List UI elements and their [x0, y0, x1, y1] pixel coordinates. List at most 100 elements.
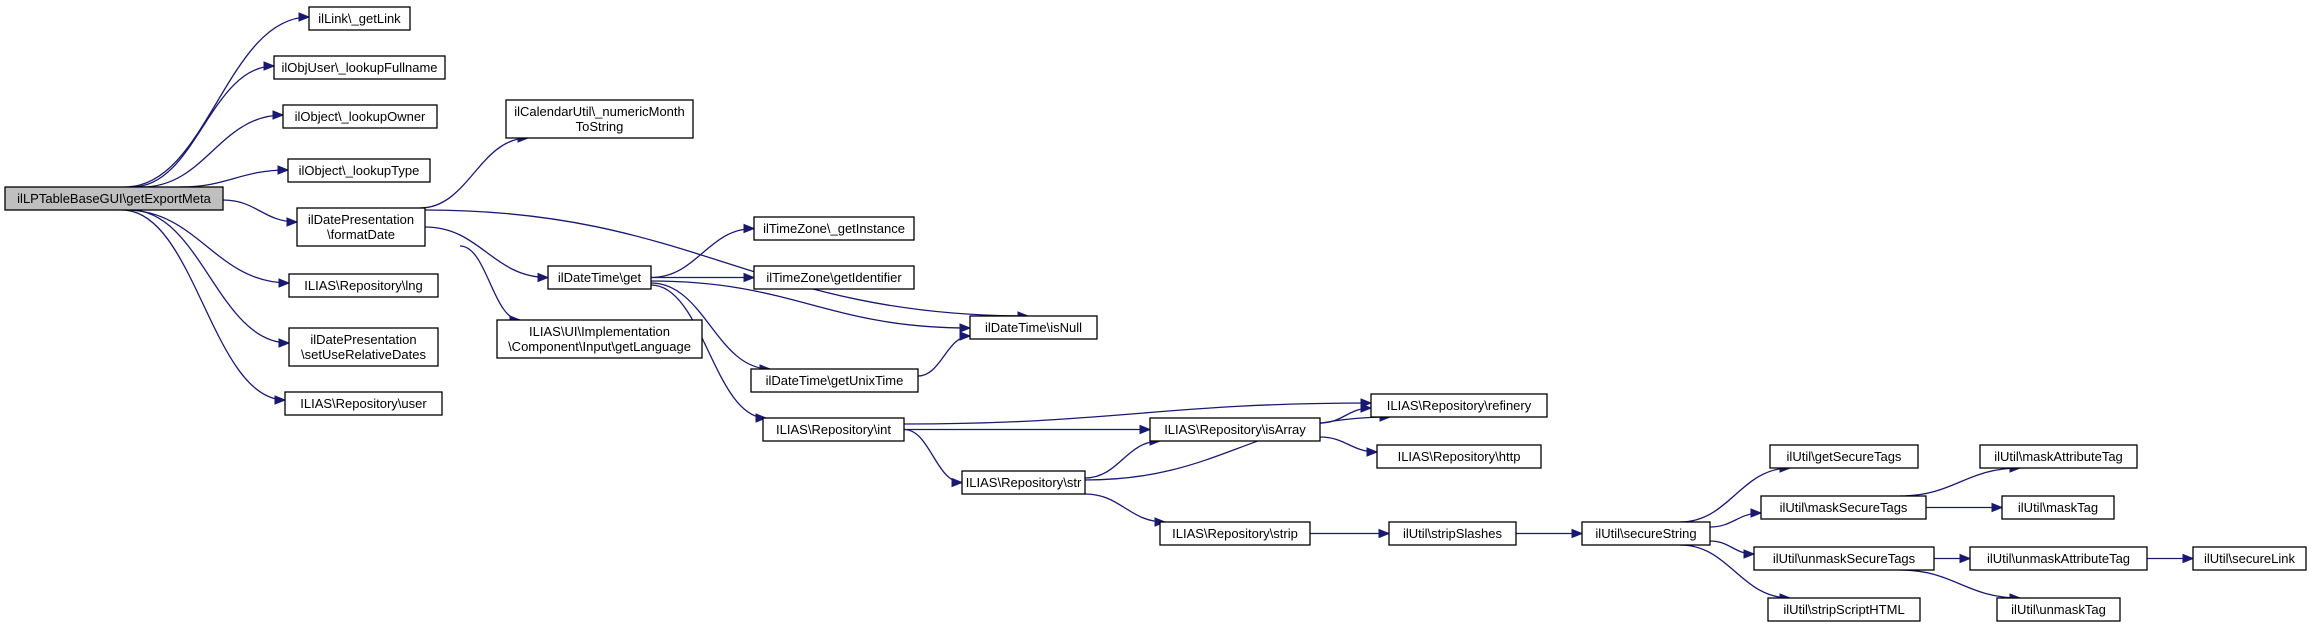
- arrowhead-unmaskAttributeTag: [1959, 553, 1972, 564]
- arrowhead-maskSecureTags: [1750, 508, 1763, 518]
- arrowhead-secureString: [1571, 528, 1584, 539]
- node-lookupFullname[interactable]: ilObjUser\_lookupFullname: [273, 55, 446, 80]
- edge-maskSecureTags-to-maskAttributeTag: [1899, 467, 2021, 497]
- node-box: [284, 391, 443, 416]
- node-label: ilUtil\secureString: [1595, 526, 1696, 541]
- node-strip[interactable]: ILIAS\Repository\strip: [1159, 521, 1311, 546]
- node-refinery[interactable]: ILIAS\Repository\refinery: [1370, 393, 1548, 418]
- node-lookupOwner[interactable]: ilObject\_lookupOwner: [282, 104, 438, 129]
- node-unmaskSecureTags[interactable]: ilUtil\unmaskSecureTags: [1753, 546, 1935, 571]
- edge-formatDate-to-isNull: [424, 209, 1029, 317]
- node-box: [287, 158, 431, 183]
- node-setUseRelativeDates[interactable]: ilDatePresentation\setUseRelativeDates: [288, 327, 439, 367]
- node-secureString[interactable]: ilUtil\secureString: [1581, 521, 1711, 546]
- node-label: ilUtil\unmaskSecureTags: [1773, 551, 1916, 566]
- node-label: ilTimeZone\_getInstance: [763, 221, 905, 236]
- node-box: [1388, 521, 1517, 546]
- node-label: ilUtil\maskSecureTags: [1780, 500, 1908, 515]
- edge-formatDate-to-numericMonth: [419, 137, 529, 209]
- node-http[interactable]: ILIAS\Repository\http: [1376, 444, 1542, 469]
- node-stripSlashes[interactable]: ilUtil\stripSlashes: [1388, 521, 1517, 546]
- node-label: ToString: [576, 119, 624, 134]
- edge-getExportMeta-to-formatDate: [222, 199, 298, 223]
- arrowhead-formatDate: [286, 217, 299, 227]
- node-label: ilDateTime\get: [558, 270, 642, 285]
- arrowhead-isArray: [1139, 424, 1152, 435]
- node-label: ilDatePresentation: [308, 212, 414, 227]
- node-getSecureTags[interactable]: ilUtil\getSecureTags: [1769, 444, 1919, 469]
- arrowhead-repoStr: [951, 477, 964, 488]
- node-box: [1969, 546, 2148, 571]
- node-maskSecureTags[interactable]: ilUtil\maskSecureTags: [1760, 495, 1927, 520]
- node-repoStr[interactable]: ILIAS\Repository\str: [961, 470, 1086, 495]
- node-unmaskTag[interactable]: ilUtil\unmaskTag: [1996, 597, 2121, 622]
- node-box: [1753, 546, 1935, 571]
- node-label: ilObject\_lookupType: [299, 163, 420, 178]
- node-label: \formatDate: [327, 227, 395, 242]
- arrowhead-unmaskSecureTags: [1743, 549, 1756, 559]
- node-box: [753, 216, 915, 241]
- edges-layer: [121, 12, 2195, 603]
- node-label: ILIAS\Repository\user: [300, 396, 427, 411]
- node-secureLink[interactable]: ilUtil\secureLink: [2192, 546, 2307, 571]
- arrowhead-secureLink: [2182, 553, 2195, 564]
- node-box: [1767, 597, 1921, 622]
- node-lookupType[interactable]: ilObject\_lookupType: [287, 158, 431, 183]
- node-label: \setUseRelativeDates: [301, 347, 426, 362]
- node-label: ILIAS\Repository\lng: [304, 278, 423, 293]
- edge-getUnixTime-to-isNull: [917, 335, 971, 377]
- node-box: [1979, 444, 2138, 469]
- node-getIdentifier[interactable]: ilTimeZone\getIdentifier: [753, 265, 915, 290]
- node-getLanguage[interactable]: ILIAS\UI\Implementation\Component\Input\…: [496, 319, 703, 359]
- node-box: [1760, 495, 1927, 520]
- node-getUnixTime[interactable]: ilDateTime\getUnixTime: [750, 368, 919, 393]
- edge-secureString-to-getSecureTags: [1679, 467, 1791, 523]
- node-isArray[interactable]: ILIAS\Repository\isArray: [1149, 417, 1321, 442]
- node-lng[interactable]: ILIAS\Repository\lng: [288, 273, 439, 298]
- node-box: [1769, 444, 1919, 469]
- node-stripScriptHTML[interactable]: ilUtil\stripScriptHTML: [1767, 597, 1921, 622]
- node-label: ilUtil\secureLink: [2204, 551, 2296, 566]
- node-box: [288, 273, 439, 298]
- node-box: [273, 55, 446, 80]
- node-unmaskAttributeTag[interactable]: ilUtil\unmaskAttributeTag: [1969, 546, 2148, 571]
- node-box: [969, 315, 1098, 340]
- edge-getExportMeta-to-lookupOwner: [141, 114, 284, 188]
- node-label: ilUtil\maskAttributeTag: [1994, 449, 2123, 464]
- node-box: [308, 6, 411, 31]
- arrowhead-lookupFullname: [263, 61, 276, 71]
- arrowhead-getIdentifier: [743, 272, 756, 283]
- node-formatDate[interactable]: ilDatePresentation\formatDate: [296, 207, 426, 247]
- node-user[interactable]: ILIAS\Repository\user: [284, 391, 443, 416]
- edge-formatDate-to-dtGet: [424, 226, 549, 279]
- node-label: ilLPTableBaseGUI\getExportMeta: [17, 191, 211, 206]
- arrowhead-dtGet: [537, 272, 550, 283]
- nodes-layer: ilLPTableBaseGUI\getExportMeta ilLink\_ge…: [4, 6, 2307, 622]
- edge-getExportMeta-to-getLink: [124, 16, 310, 188]
- node-getInstance[interactable]: ilTimeZone\_getInstance: [753, 216, 915, 241]
- node-box: [4, 186, 224, 211]
- arrowhead-lng: [278, 278, 291, 288]
- node-repoInt[interactable]: ILIAS\Repository\int: [762, 417, 905, 442]
- edge-secureString-to-stripScriptHTML: [1679, 544, 1791, 599]
- node-dtGet[interactable]: ilDateTime\get: [547, 265, 652, 290]
- node-label: \Component\Input\getLanguage: [508, 339, 691, 354]
- node-box: [1159, 521, 1311, 546]
- node-label: ilUtil\unmaskTag: [2011, 602, 2106, 617]
- node-label: ilObject\_lookupOwner: [295, 109, 426, 124]
- node-maskAttributeTag[interactable]: ilUtil\maskAttributeTag: [1979, 444, 2138, 469]
- node-isNull[interactable]: ilDateTime\isNull: [969, 315, 1098, 340]
- node-label: ilUtil\maskTag: [2018, 500, 2098, 515]
- arrowhead-refinery: [1360, 403, 1373, 413]
- edge-repoStr-to-refinery: [1084, 416, 1391, 481]
- node-getLink[interactable]: ilLink\_getLink: [308, 6, 411, 31]
- node-getExportMeta[interactable]: ilLPTableBaseGUI\getExportMeta: [4, 186, 224, 211]
- node-box: [753, 265, 915, 290]
- node-maskTag[interactable]: ilUtil\maskTag: [2001, 495, 2115, 520]
- edge-dtGet-to-getInstance: [650, 227, 755, 279]
- arrowhead-isNull: [959, 323, 972, 333]
- node-label: ILIAS\Repository\int: [776, 422, 891, 437]
- node-label: ILIAS\Repository\isArray: [1164, 422, 1306, 437]
